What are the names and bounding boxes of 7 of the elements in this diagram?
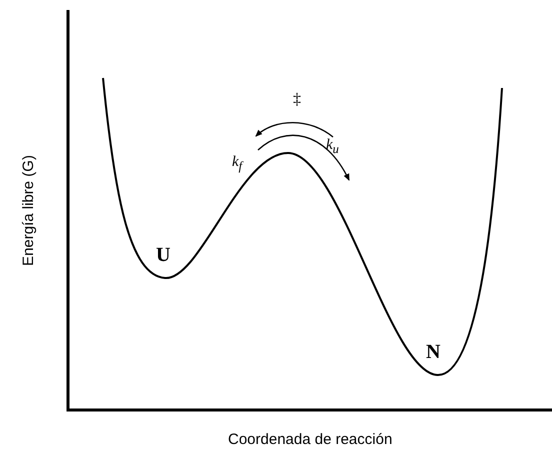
state-label: N: [426, 342, 440, 362]
axis-title: Energía libre (G): [20, 154, 36, 266]
state-label: U: [156, 245, 170, 265]
rate-constant-label: k$_{f}$: [232, 155, 242, 172]
rate-constant-label: k$_{u}$: [326, 138, 339, 156]
transition-state-symbol: ‡: [293, 92, 301, 108]
axis-title: Coordenada de reacción: [228, 432, 392, 447]
